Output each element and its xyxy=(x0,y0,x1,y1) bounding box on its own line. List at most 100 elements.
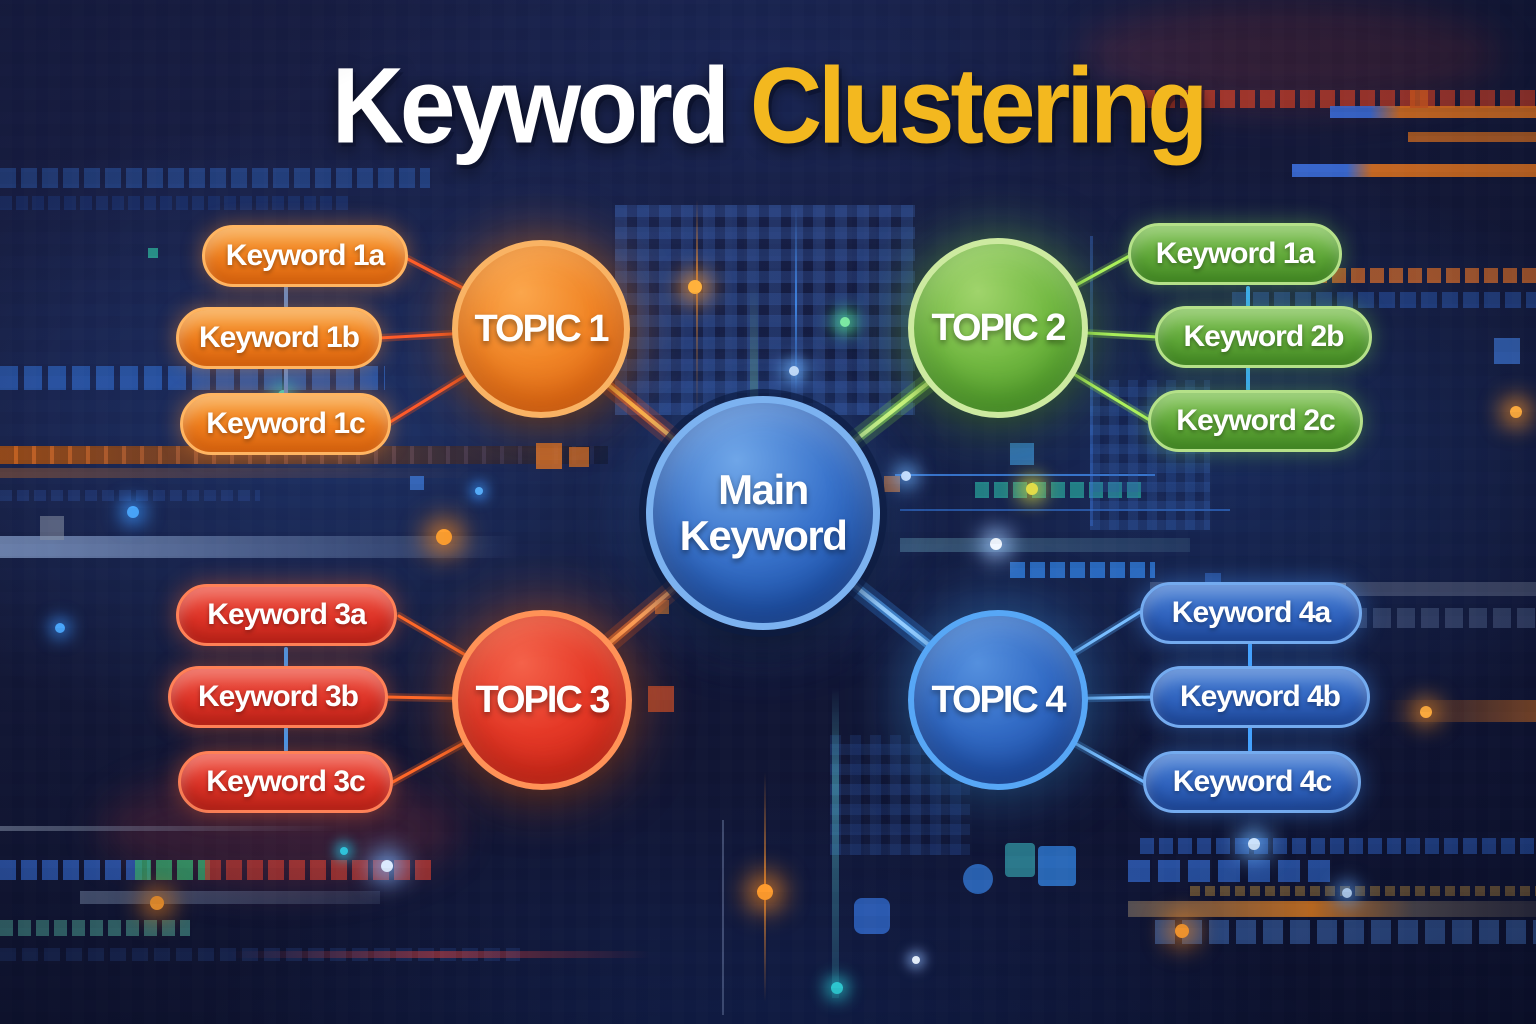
bg-glow-dot xyxy=(127,506,139,518)
bg-glow-dot xyxy=(1510,406,1522,418)
bg-line xyxy=(895,474,1155,476)
bg-pixel-strip xyxy=(1140,838,1536,854)
keyword-pill-2b: Keyword 2b xyxy=(1155,306,1372,368)
topic-3-label: TOPIC 3 xyxy=(475,678,610,721)
bg-glow-dot xyxy=(831,982,843,994)
bg-pixel-strip xyxy=(0,168,430,188)
bg-pixel-strip xyxy=(0,366,385,390)
bg-glow-dot xyxy=(475,487,483,495)
bg-glow-dot xyxy=(150,896,164,910)
bg-streak xyxy=(1128,901,1536,917)
bg-streak xyxy=(230,951,650,958)
keyword-pill-3c: Keyword 3c xyxy=(178,751,393,813)
bg-glow-dot xyxy=(901,471,911,481)
bg-glow-dot xyxy=(912,956,920,964)
keyword-pill-label: Keyword 1b xyxy=(198,321,360,354)
keyword-pill-3a: Keyword 3a xyxy=(176,584,397,646)
keyword-pill-label: Keyword 3c xyxy=(206,765,365,798)
bg-pixel-strip xyxy=(135,860,210,880)
bg-pixel-strip xyxy=(1128,860,1338,882)
keyword-pill-4b: Keyword 4b xyxy=(1150,666,1370,728)
keyword-pill-label: Keyword 4b xyxy=(1179,680,1341,713)
page-title: Keyword Clustering xyxy=(0,44,1536,168)
topic-2-node: TOPIC 2 xyxy=(908,238,1088,418)
bg-glow-dot xyxy=(688,280,702,294)
bg-checker-patch xyxy=(615,205,915,415)
bg-glow-dot xyxy=(789,366,799,376)
bg-pixel-strip xyxy=(1010,562,1155,578)
bg-square xyxy=(1038,846,1076,886)
bg-vline xyxy=(750,285,758,400)
bg-glow-dot xyxy=(55,623,65,633)
bg-streak xyxy=(1380,700,1536,722)
topic-1-label: TOPIC 1 xyxy=(474,307,609,350)
bg-vline xyxy=(722,820,724,1015)
bg-square xyxy=(1494,338,1520,364)
topic-4-node: TOPIC 4 xyxy=(908,610,1088,790)
bg-pixel-strip xyxy=(0,920,190,936)
bg-pixel-strip xyxy=(1140,90,1536,108)
topic-2-label: TOPIC 2 xyxy=(931,306,1066,349)
keyword-pill-4c: Keyword 4c xyxy=(1143,751,1361,813)
title-word-clustering: Clustering xyxy=(749,45,1208,167)
keyword-pill-1b: Keyword 1b xyxy=(176,307,382,369)
keyword-pill-2c: Keyword 2c xyxy=(1148,390,1363,452)
topic-3-node: TOPIC 3 xyxy=(452,610,632,790)
bg-glow-dot xyxy=(1026,483,1038,495)
keyword-pill-label: Keyword 3b xyxy=(197,680,359,713)
bg-streak xyxy=(1330,106,1536,118)
bg-pixel-strip xyxy=(0,196,350,210)
bg-glow-dot xyxy=(1420,706,1432,718)
bg-streak xyxy=(1292,164,1536,177)
bg-pixel-strip xyxy=(0,860,150,880)
bg-glow-dot xyxy=(990,538,1002,550)
bg-square xyxy=(536,443,562,469)
bg-pixel-strip xyxy=(205,860,435,880)
bg-pixel-strip xyxy=(1190,886,1536,896)
keyword-pill-1c: Keyword 1c xyxy=(180,393,391,455)
bg-glow-dot xyxy=(1175,924,1189,938)
bg-vline xyxy=(1090,236,1093,526)
bg-square xyxy=(1005,843,1035,877)
bg-square xyxy=(648,686,674,712)
bg-streak xyxy=(0,826,340,831)
bg-pixel-strip xyxy=(1232,292,1536,308)
bg-vline xyxy=(795,205,797,400)
bg-square xyxy=(854,898,890,934)
keyword-pill-1a: Keyword 1a xyxy=(202,225,408,287)
bg-square xyxy=(1410,90,1428,108)
keyword-pill-label: Keyword 4a xyxy=(1171,596,1331,629)
bg-square xyxy=(40,516,64,540)
topic-1-node: TOPIC 1 xyxy=(452,240,630,418)
bg-glow-dot xyxy=(340,847,348,855)
keyword-pill-label: Keyword 2c xyxy=(1176,404,1335,437)
bg-pixel-strip xyxy=(0,536,520,558)
keyword-pill-label: Keyword 4c xyxy=(1172,765,1332,798)
bg-square xyxy=(569,447,589,467)
bg-square xyxy=(148,248,158,258)
topic-4-label: TOPIC 4 xyxy=(931,678,1066,721)
keyword-pill-label: Keyword 3a xyxy=(207,598,366,631)
bg-streak xyxy=(900,538,1190,552)
bg-pixel-strip xyxy=(0,468,480,478)
bg-glow-dot xyxy=(1248,838,1260,850)
bg-square xyxy=(963,864,993,894)
bg-glow-dot xyxy=(840,317,850,327)
title-word-keyword: Keyword xyxy=(331,45,730,167)
bg-vline xyxy=(832,688,839,998)
keyword-pill-label: Keyword 2b xyxy=(1183,320,1344,353)
bg-pixel-strip xyxy=(975,482,1145,498)
bg-square xyxy=(1010,443,1034,465)
keyword-pill-label: Keyword 1a xyxy=(225,239,385,272)
bg-vline xyxy=(696,200,698,420)
keyword-pill-label: Keyword 1c xyxy=(206,407,365,440)
bg-line xyxy=(900,509,1230,511)
bg-square xyxy=(410,476,424,490)
bg-square xyxy=(884,476,900,492)
keyword-pill-3b: Keyword 3b xyxy=(168,666,388,728)
bg-glow-dot xyxy=(381,860,393,872)
bg-glow-dot xyxy=(436,529,452,545)
